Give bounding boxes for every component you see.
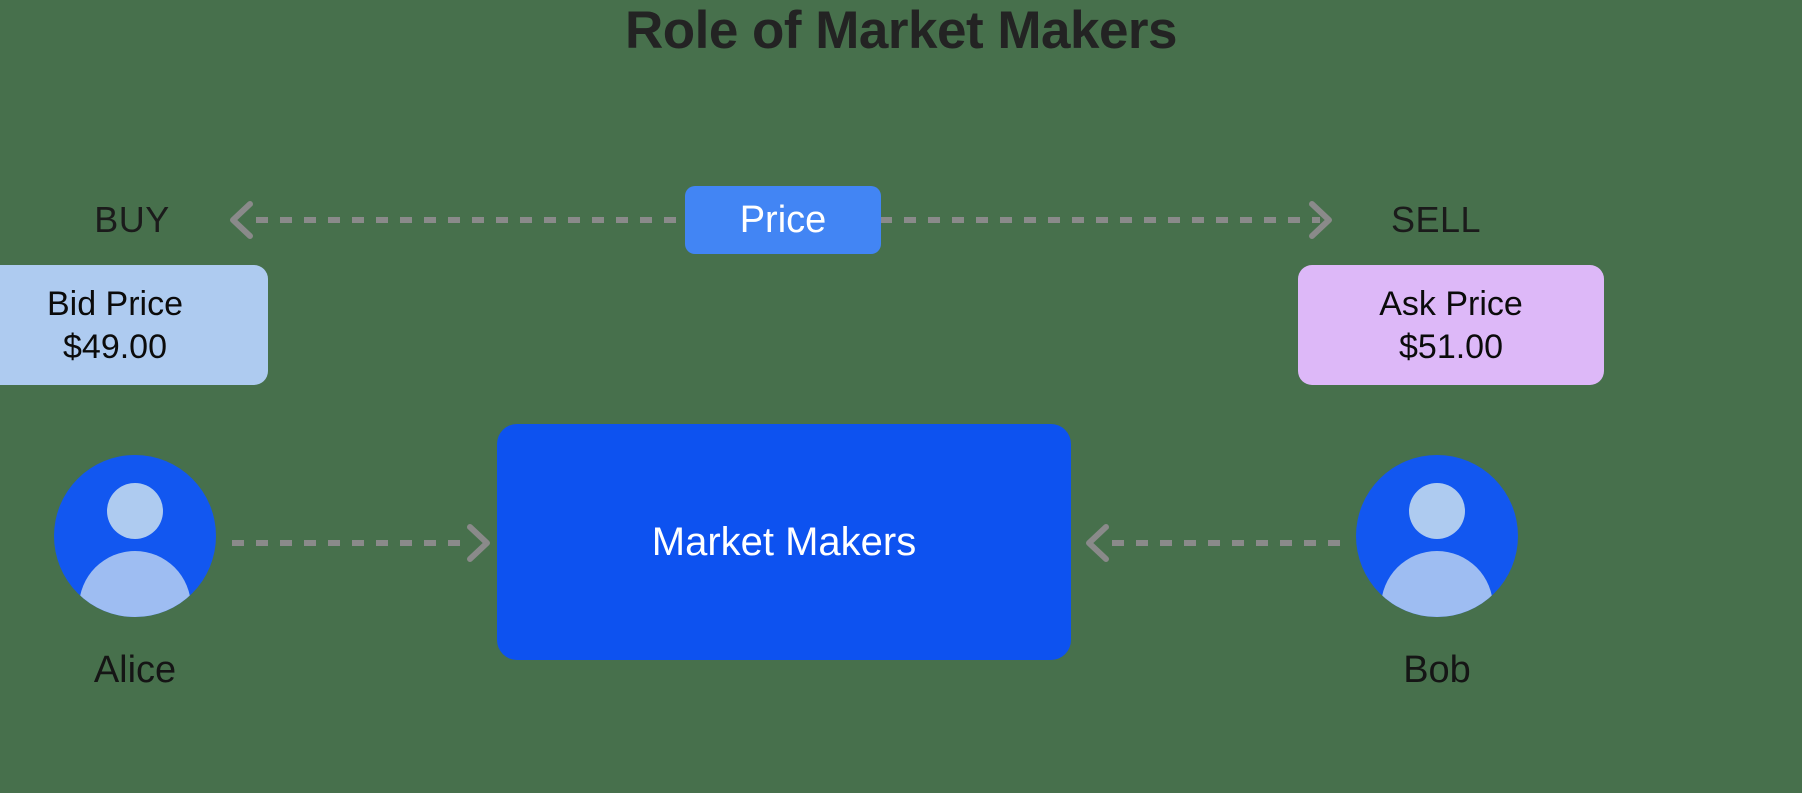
connector-alice-to-market-makers <box>232 540 470 546</box>
connector-price-to-buy <box>256 217 686 223</box>
connector-bob-to-market-makers <box>1112 540 1344 546</box>
arrow-right-icon <box>1306 200 1334 240</box>
bid-price-label: Bid Price <box>46 285 184 323</box>
connector-price-to-sell <box>880 217 1320 223</box>
avatar-head-shape <box>1409 483 1465 539</box>
price-chip[interactable]: Price <box>685 186 881 254</box>
buy-side-label: BUY <box>94 199 170 240</box>
ask-price-label: Ask Price <box>1379 285 1523 323</box>
avatar-head-shape <box>107 483 163 539</box>
bid-price-card[interactable]: Bid Price $49.00 <box>0 265 268 385</box>
bid-price-value: $49.00 <box>63 328 167 366</box>
market-makers-node[interactable]: Market Makers <box>497 424 1071 660</box>
participant-name-bob: Bob <box>1403 649 1471 691</box>
ask-price-card[interactable]: Ask Price $51.00 <box>1298 265 1604 385</box>
person-avatar-icon[interactable] <box>54 455 216 617</box>
ask-price-value: $51.00 <box>1399 328 1503 366</box>
avatar-body-shape <box>79 551 191 617</box>
price-flow-row: BUY SELL <box>0 188 1802 252</box>
avatar-body-shape <box>1381 551 1493 617</box>
page-title: Role of Market Makers <box>624 1 1178 60</box>
arrow-left-icon <box>1084 523 1112 563</box>
arrow-left-icon <box>228 200 256 240</box>
participant-name-alice: Alice <box>93 649 177 691</box>
sell-side-label: SELL <box>1390 199 1482 240</box>
arrow-right-icon <box>464 523 492 563</box>
person-avatar-icon[interactable] <box>1356 455 1518 617</box>
